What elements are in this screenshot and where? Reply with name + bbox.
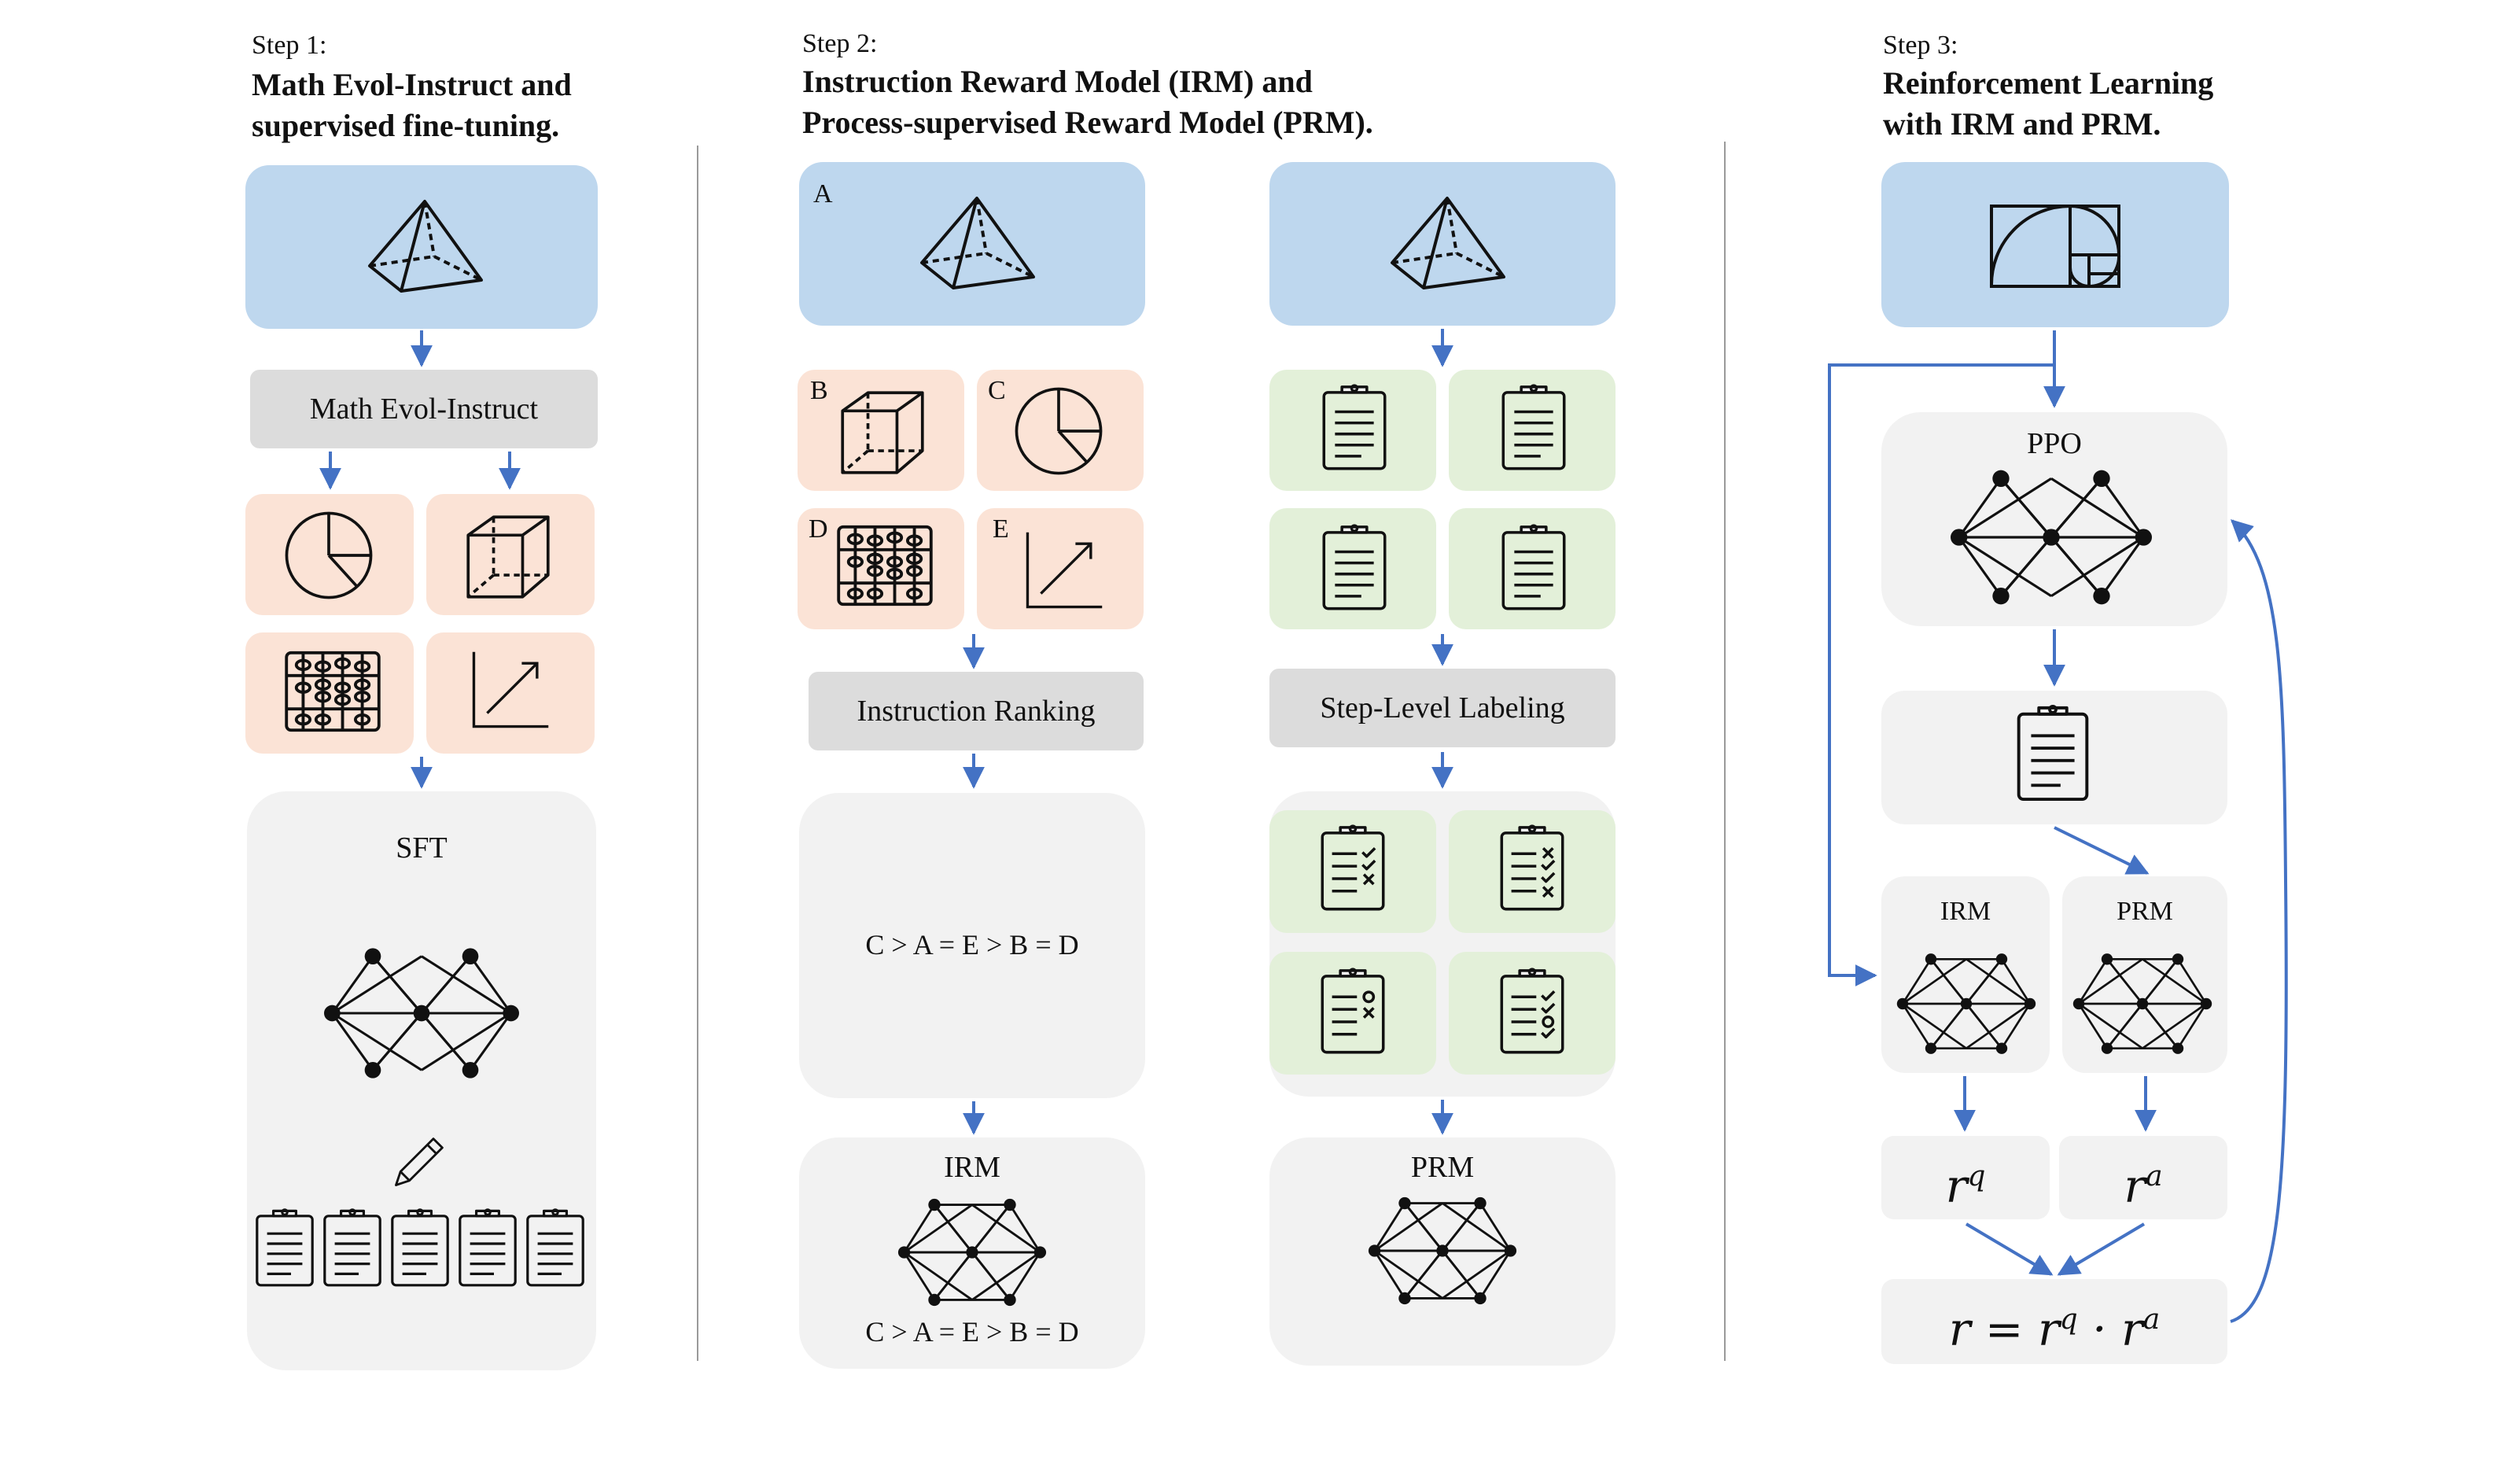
tag-d: D <box>809 514 828 544</box>
tag-e: E <box>993 514 1009 544</box>
tag-c: C <box>988 376 1006 405</box>
ra-text: ra <box>2059 1137 2227 1225</box>
step1-question-box <box>245 165 598 329</box>
step3-number: Step 3: <box>1883 31 1958 60</box>
ranking-result-text: C > A = E > B = D <box>865 929 1079 960</box>
instruction-ranking-box: Instruction Ranking <box>809 672 1144 750</box>
ra-base: r <box>2124 1159 2146 1213</box>
step2-title-line2: Process-supervised Reward Model (PRM). <box>802 105 1373 140</box>
ranking-result-box <box>799 793 1145 1098</box>
final-reward-box <box>1881 1279 2227 1364</box>
sft-label: SFT <box>396 831 448 865</box>
step3-title-line2: with IRM and PRM. <box>1883 106 2161 142</box>
math-evol-instruct-box: Math Evol-Instruct <box>250 370 598 448</box>
divider-step1-step2 <box>697 146 698 1361</box>
prm-question-box <box>1269 162 1616 326</box>
step3-title-line1: Reinforcement Learning <box>1883 65 2214 101</box>
rq-text: rq <box>1881 1137 2050 1225</box>
formula-a: a <box>2142 1303 2161 1336</box>
formula-r: r = r <box>1948 1302 2060 1356</box>
prm-reward-box <box>2062 876 2227 1073</box>
prm-label: PRM <box>1410 1151 1475 1184</box>
step2-title-line1: Instruction Reward Model (IRM) and <box>802 64 1313 99</box>
ppo-label: PPO <box>2027 427 2082 460</box>
tag-b: B <box>810 376 828 405</box>
rq-sup: q <box>1967 1160 1986 1193</box>
tag-a: A <box>813 179 833 208</box>
step1-tile-growth <box>426 632 595 754</box>
divider-step2-step3 <box>1724 142 1726 1361</box>
ra-sup: a <box>2146 1160 2163 1193</box>
formula-q: q <box>2059 1303 2078 1336</box>
irm-reward-box <box>1881 876 2050 1073</box>
rq-box <box>1881 1136 2050 1219</box>
ra-box <box>2059 1136 2227 1219</box>
step3-irm-label: IRM <box>1940 897 1991 926</box>
irm-tile-growth <box>977 508 1144 629</box>
step1-title-line2: supervised fine-tuning. <box>252 108 560 143</box>
irm-result-text: C > A = E > B = D <box>865 1316 1079 1348</box>
step3-question-box <box>1881 162 2229 327</box>
ppo-box <box>1881 412 2227 626</box>
step1-tile-cube <box>426 494 595 615</box>
step-level-labeling-box: Step-Level Labeling <box>1269 669 1616 747</box>
step1-title-line1: Math Evol-Instruct and <box>252 67 572 102</box>
final-reward-formula: r = rq · ra <box>1881 1279 2227 1370</box>
formula-dot: · r <box>2077 1302 2143 1356</box>
rq-base: r <box>1945 1159 1968 1213</box>
irm-tile-cube <box>798 370 964 491</box>
irm-question-box <box>799 162 1145 326</box>
step2-number: Step 2: <box>802 29 878 58</box>
step1-number: Step 1: <box>252 31 327 60</box>
irm-label: IRM <box>944 1151 1000 1184</box>
step3-prm-label: PRM <box>2117 897 2173 926</box>
